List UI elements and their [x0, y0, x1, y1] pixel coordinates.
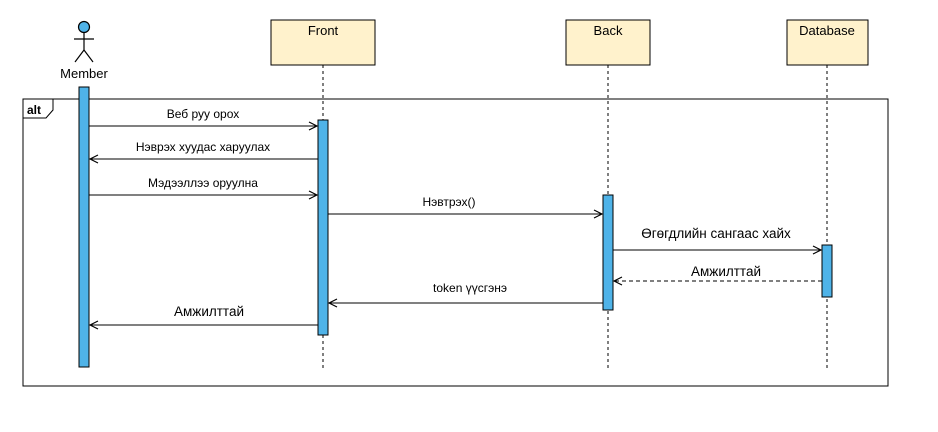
- message-6: Амжилттай: [614, 264, 822, 281]
- alt-operator-label: alt: [27, 103, 41, 117]
- message-5-label: Өгөгдлийн сангаас хайх: [641, 226, 791, 241]
- message-2-label: Нэврэх хуудас харуулах: [136, 140, 270, 154]
- participant-front-label: Front: [308, 23, 339, 38]
- participant-database-label: Database: [799, 23, 855, 38]
- message-4-label: Нэвтрэх(): [422, 195, 475, 209]
- front-activation-bar: [317, 119, 329, 336]
- message-1: Веб руу орох: [89, 107, 317, 126]
- alt-fragment: alt: [22, 98, 889, 387]
- database-activation-bar: [821, 244, 833, 298]
- message-4: Нэвтрэх(): [328, 195, 602, 214]
- participant-database[interactable]: Database: [786, 19, 869, 66]
- message-2: Нэврэх хуудас харуулах: [90, 140, 318, 159]
- message-8-label: Амжилттай: [174, 304, 244, 319]
- message-8: Амжилттай: [90, 304, 318, 325]
- participant-back[interactable]: Back: [565, 19, 651, 66]
- participant-back-box: [565, 19, 651, 66]
- message-3-label: Мэдээллээ оруулна: [148, 176, 258, 190]
- back-activation-bar: [602, 194, 614, 311]
- message-5: Өгөгдлийн сангаас хайх: [613, 226, 821, 250]
- actor-member-label: Member: [60, 66, 108, 81]
- participant-front[interactable]: Front: [270, 19, 376, 66]
- message-7-label: token үүсгэнэ: [433, 281, 507, 295]
- member-activation-bar: [78, 86, 90, 368]
- alt-fragment-tab: [22, 98, 54, 119]
- actor-member[interactable]: Member: [60, 20, 109, 82]
- participant-back-label: Back: [594, 23, 623, 38]
- participant-database-box: [786, 19, 869, 66]
- participant-front-box: [270, 19, 376, 66]
- message-7: token үүсгэнэ: [329, 281, 603, 303]
- message-3: Мэдээллээ оруулна: [89, 176, 317, 195]
- alt-fragment-frame: [22, 98, 889, 387]
- message-6-label: Амжилттай: [691, 264, 761, 279]
- stick-figure-icon: [74, 20, 94, 63]
- message-1-label: Веб руу орох: [167, 107, 240, 121]
